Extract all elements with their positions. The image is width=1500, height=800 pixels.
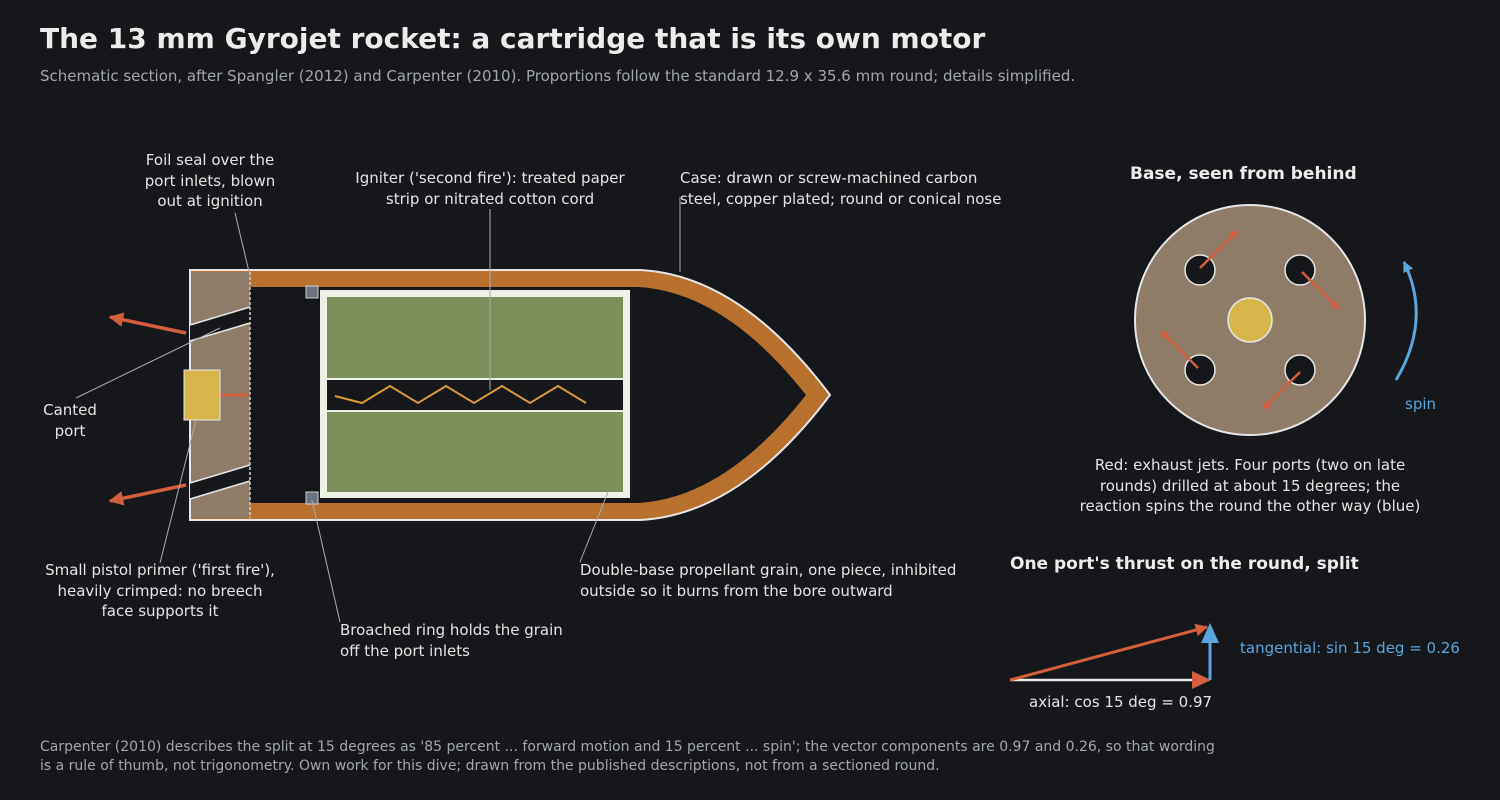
canted-port-label: Canted port (43, 401, 97, 440)
base-view (1134, 204, 1418, 436)
propellant-grain-lower (327, 412, 623, 492)
thrust-split (1009, 623, 1219, 689)
cartridge-section (75, 197, 832, 623)
canted-port-upper (190, 307, 250, 341)
propellant-label: Double-base propellant grain, one piece,… (580, 561, 957, 600)
primer (183, 369, 221, 421)
jet-arrow (1262, 371, 1301, 410)
thrust-heading: One port's thrust on the round, split (1010, 554, 1359, 574)
grain-bore (327, 380, 623, 410)
igniter-strip (334, 384, 587, 405)
exhaust-arrow-upper (108, 312, 187, 335)
broached-ring-lower (305, 491, 319, 505)
base-port (1284, 354, 1316, 386)
primer-label: Small pistol primer ('first fire'), heav… (45, 561, 275, 620)
foil-seal-label: Foil seal over the port inlets, blown ou… (144, 151, 276, 210)
page-title: The 13 mm Gyrojet rocket: a cartridge th… (40, 22, 986, 55)
exhaust-arrow-lower (108, 483, 187, 506)
broached-ring-label: Broached ring holds the grain off the po… (340, 621, 563, 660)
jet-arrow (1301, 271, 1340, 310)
igniter-label: Igniter ('second fire'): treated paper s… (355, 169, 625, 208)
page-subtitle: Schematic section, after Spangler (2012)… (40, 67, 1076, 85)
propellant-grain-upper (327, 297, 623, 378)
jet-arrow (1199, 230, 1238, 269)
broached-ring-upper (305, 285, 319, 299)
jet-arrow (1160, 330, 1199, 369)
base-port (1184, 254, 1216, 286)
canted-port-lower (190, 465, 250, 499)
thrust-vector (1009, 623, 1209, 682)
case-label: Case: drawn or screw-machined carbon ste… (680, 169, 1002, 208)
base-view-caption: Red: exhaust jets. Four ports (two on la… (1079, 456, 1421, 515)
tangential-label: tangential: sin 15 deg = 0.26 (1240, 639, 1460, 657)
base-view-heading: Base, seen from behind (1130, 164, 1357, 184)
footer-note: Carpenter (2010) describes the split at … (40, 739, 1215, 774)
spin-label: spin (1405, 395, 1437, 413)
axial-label: axial: cos 15 deg = 0.97 (1029, 693, 1213, 711)
base-primer (1227, 297, 1273, 343)
spin-arrow (1394, 261, 1418, 381)
